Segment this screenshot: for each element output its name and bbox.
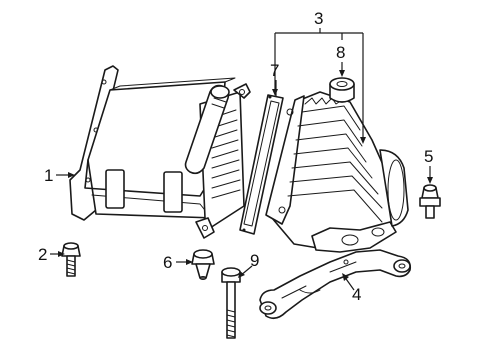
leader-lines: [50, 28, 433, 291]
bolt-part-9: [221, 267, 241, 339]
callout-2: 2: [38, 245, 47, 264]
callout-9: 9: [250, 251, 259, 270]
plug-part: [329, 77, 355, 103]
callout-4: 4: [352, 285, 361, 304]
callout-labels: 1 2 3 4 5 6 7 8 9: [38, 9, 433, 304]
bolt-part-2: [61, 242, 81, 277]
gasket-frame: [239, 94, 284, 235]
callout-1: 1: [44, 166, 53, 185]
callout-7: 7: [270, 61, 279, 80]
callout-5: 5: [424, 147, 433, 166]
stud-part-5: [419, 184, 441, 219]
intercooler-core: [69, 65, 251, 239]
callout-3: 3: [314, 9, 323, 28]
callout-6: 6: [163, 253, 172, 272]
bracket-part-4: [259, 249, 412, 320]
stud-part-6: [191, 249, 215, 280]
callout-8: 8: [336, 43, 345, 62]
intake-manifold: [265, 91, 409, 253]
